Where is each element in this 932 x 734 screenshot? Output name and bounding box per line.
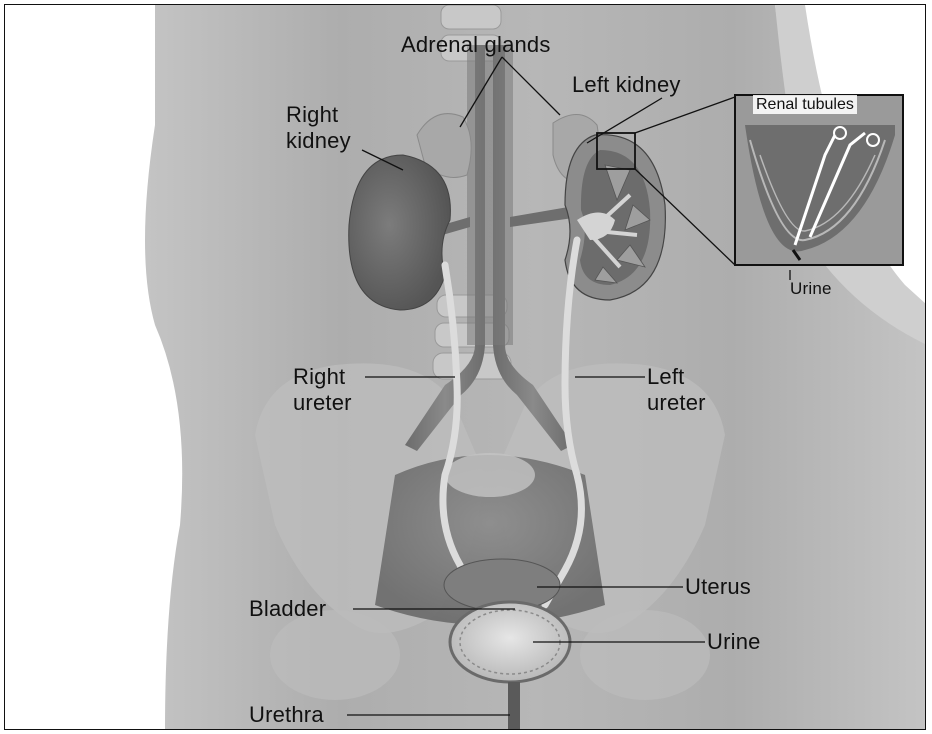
renal-tubules-inset [735, 95, 903, 265]
label-right-ureter-line2: ureter [293, 391, 352, 415]
label-right-kidney-line2: kidney [286, 129, 351, 153]
label-bladder: Bladder [249, 597, 326, 621]
label-left-kidney: Left kidney [572, 73, 681, 97]
label-renal-tubules: Renal tubules [753, 95, 857, 114]
label-urine-inset: Urine [790, 279, 832, 298]
diagram-frame: Adrenal glands Left kidney Right kidney … [4, 4, 926, 730]
right-kidney [349, 155, 451, 310]
label-left-ureter-line1: Left [647, 365, 685, 389]
label-urethra: Urethra [249, 703, 324, 727]
urethra-shape [508, 682, 520, 730]
label-left-ureter-line2: ureter [647, 391, 706, 415]
label-urine: Urine [707, 630, 761, 654]
label-right-ureter-line1: Right [293, 365, 345, 389]
label-uterus: Uterus [685, 575, 751, 599]
label-right-kidney-line1: Right [286, 103, 338, 127]
label-adrenal-glands: Adrenal glands [401, 33, 551, 57]
